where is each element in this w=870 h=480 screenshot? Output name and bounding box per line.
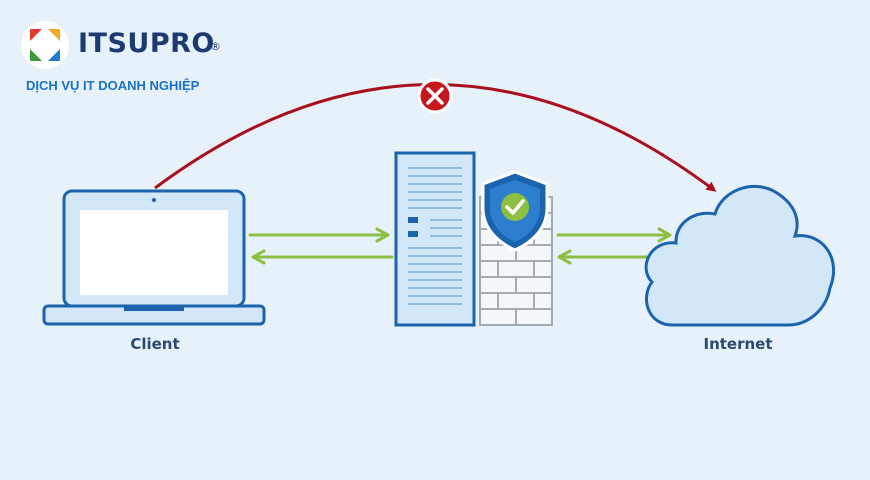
brand: ITSUPRO ® DỊCH VỤ IT DOANH NGHIỆP: [20, 20, 280, 100]
x-circle-icon: [417, 78, 453, 114]
cloud-icon: [644, 184, 836, 327]
shield-check-icon: [481, 170, 549, 252]
internet-label: Internet: [703, 335, 773, 353]
brand-tagline: DỊCH VỤ IT DOANH NGHIỆP: [26, 78, 200, 93]
laptop-icon: [42, 189, 266, 326]
itsupro-logo-icon: [21, 21, 69, 69]
client-label: Client: [130, 335, 180, 353]
server-icon: [394, 151, 476, 327]
client-proxy-arrows: [248, 227, 394, 265]
proxy-internet-arrows: [556, 227, 672, 265]
registered-mark: ®: [210, 40, 221, 53]
brand-name: ITSUPRO: [78, 28, 215, 59]
